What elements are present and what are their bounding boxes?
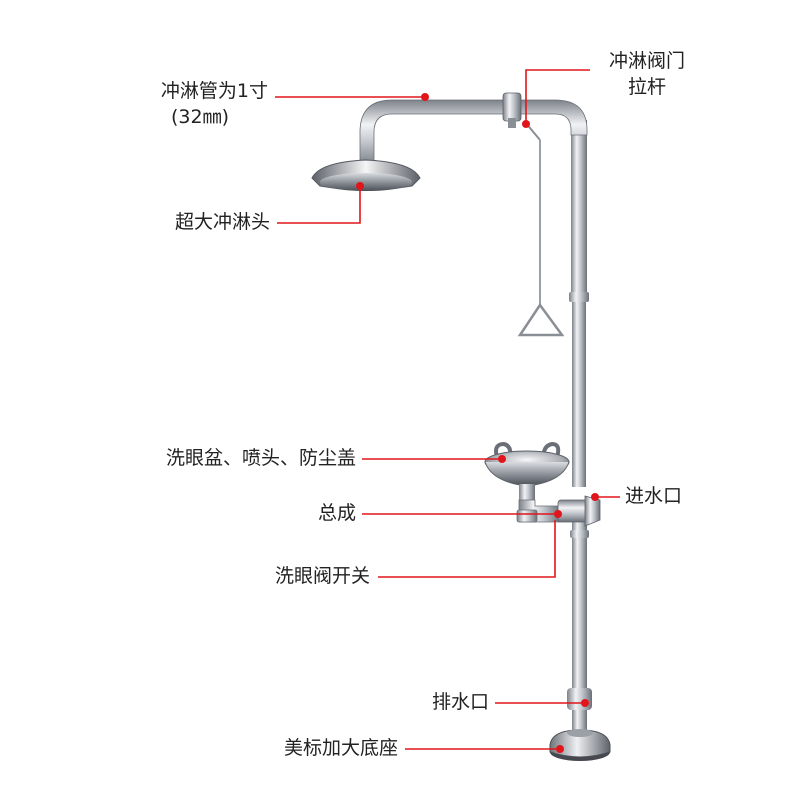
shower-pipe-label: 冲淋管为1寸 bbox=[160, 80, 268, 102]
eyewash-bowl-label: 洗眼盆、喷头、防尘盖 bbox=[165, 447, 356, 469]
base bbox=[549, 729, 611, 761]
base-label: 美标加大底座 bbox=[283, 737, 398, 759]
eyewash-valve-label: 洗眼阀开关 bbox=[274, 565, 370, 587]
shower-pipe-size-label: (32㎜) bbox=[170, 106, 229, 128]
eyewash-bowl bbox=[484, 441, 601, 527]
shower-pipe bbox=[359, 92, 588, 171]
shower-head bbox=[311, 159, 421, 191]
main-column bbox=[567, 120, 592, 732]
leader-lines bbox=[275, 69, 620, 753]
assembly-label: 总成 bbox=[317, 502, 356, 524]
shower-valve-rod-label: 拉杆 bbox=[627, 76, 666, 98]
water-inlet-label: 进水口 bbox=[625, 485, 683, 507]
shower-head-label: 超大冲淋头 bbox=[174, 211, 270, 233]
pull-rod bbox=[517, 121, 565, 337]
drain-outlet-label: 排水口 bbox=[431, 691, 489, 713]
shower-valve-label: 冲淋阀门 bbox=[608, 50, 685, 72]
